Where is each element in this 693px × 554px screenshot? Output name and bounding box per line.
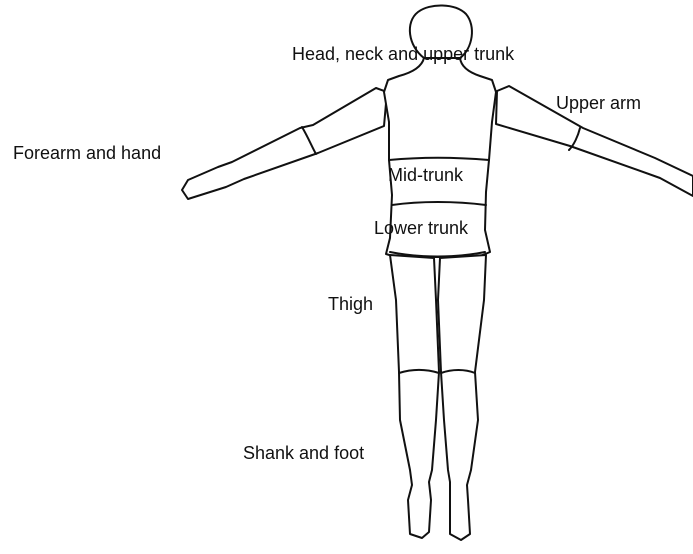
label-head-neck-upper-trunk: Head, neck and upper trunk	[292, 44, 514, 64]
label-thigh: Thigh	[328, 294, 373, 314]
right-leg-outline	[438, 255, 486, 540]
label-mid-trunk: Mid-trunk	[388, 165, 463, 185]
left-leg-outline	[390, 255, 439, 538]
label-forearm-and-hand: Forearm and hand	[13, 143, 161, 163]
label-upper-arm: Upper arm	[556, 93, 641, 113]
label-shank-and-foot: Shank and foot	[243, 443, 364, 463]
label-lower-trunk: Lower trunk	[374, 218, 468, 238]
left-arm-outline	[182, 88, 387, 199]
